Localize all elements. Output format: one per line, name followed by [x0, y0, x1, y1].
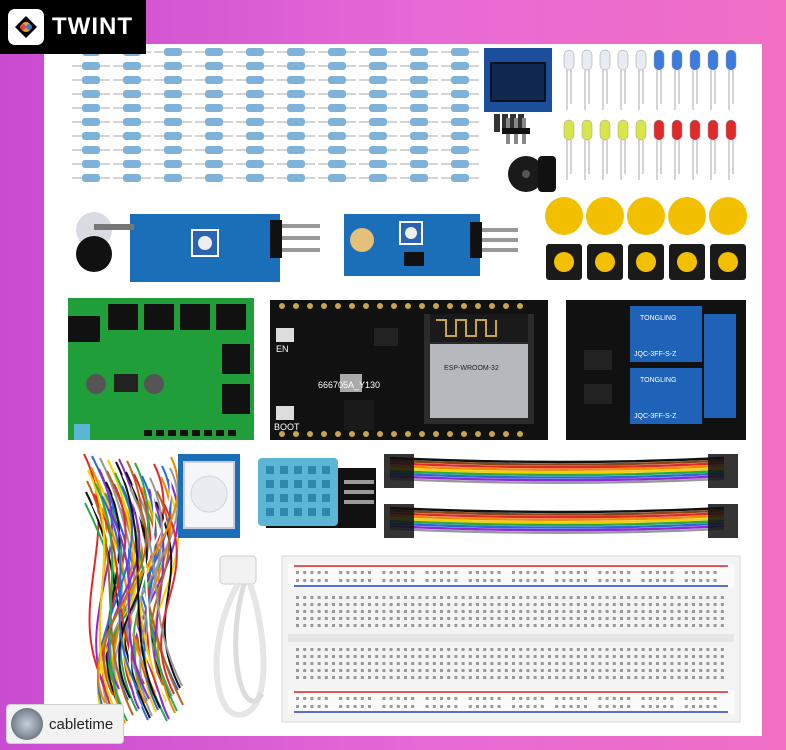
relay-brand-label-2: TONGLING: [640, 377, 676, 384]
relay-model-label-2: JQC-3FF-S-Z: [634, 413, 677, 420]
electronics-kit-photo: EN BOOT 666705A_Y130 ESP-WROOM-32 TONGLI…: [68, 48, 747, 724]
twint-brand-text: TWINT: [52, 13, 133, 40]
light-sensor-module: [344, 214, 518, 276]
relay-module: TONGLING JQC-3FF-S-Z TONGLING JQC-3FF-S-…: [566, 300, 746, 440]
twint-logo-badge: TWINT: [0, 0, 146, 54]
ir-sensor-module: [76, 212, 320, 282]
breadboard: [281, 555, 741, 723]
relay-brand-label-1: TONGLING: [640, 315, 676, 322]
pir-sensor: [178, 454, 240, 538]
buzzer: [508, 156, 556, 192]
esp-boot-label: BOOT: [274, 422, 300, 432]
twint-icon: [8, 9, 44, 45]
pin-header: [502, 118, 530, 144]
dht11-sensor: [258, 458, 376, 528]
rainbow-dupont-cables: [384, 454, 738, 538]
relay-model-label-1: JQC-3FF-S-Z: [634, 351, 677, 358]
watermark-username: cabletime: [49, 715, 114, 733]
resistor-bank: [72, 48, 479, 182]
jumper-wire-bundle: [83, 453, 184, 724]
esp-en-label: EN: [276, 344, 289, 354]
user-watermark: cabletime: [6, 704, 124, 744]
tactile-buttons: [545, 197, 747, 280]
avatar: [11, 708, 43, 740]
esp32-board: EN BOOT 666705A_Y130 ESP-WROOM-32: [270, 300, 548, 440]
led-set: [563, 49, 737, 180]
esp-board-label: 666705A_Y130: [318, 380, 380, 390]
usb-cable: [213, 555, 267, 718]
esp-module-label: ESP-WROOM-32: [444, 365, 499, 372]
sensor-shield: [68, 298, 254, 440]
oled-display: [484, 48, 552, 132]
